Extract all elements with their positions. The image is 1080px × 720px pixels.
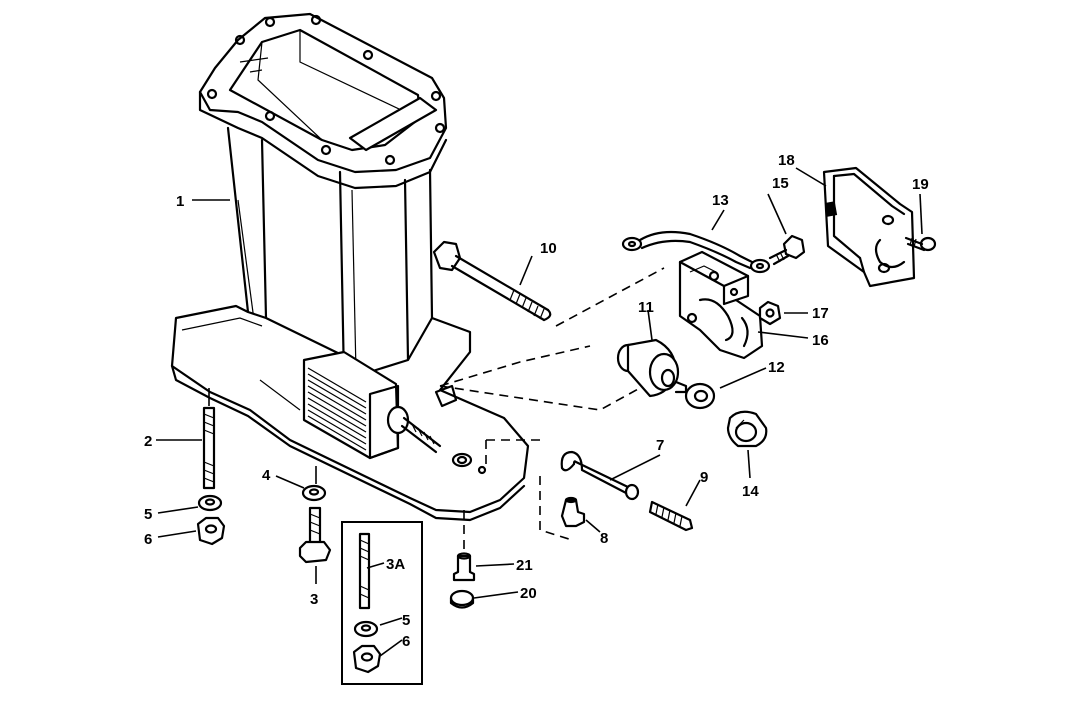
cover-18 (822, 166, 916, 288)
callout-6-inset: 6 (402, 633, 410, 650)
screw-15 (768, 234, 806, 266)
callout-2: 2 (144, 433, 152, 450)
cap-nut-14 (726, 410, 768, 448)
washer-5 (197, 494, 223, 512)
hose-7 (560, 450, 640, 501)
mount-11 (616, 338, 688, 398)
callout-8: 8 (600, 530, 608, 547)
plug-9 (648, 500, 694, 532)
screw-19 (904, 236, 937, 252)
callout-6: 6 (144, 531, 152, 548)
callout-4: 4 (262, 467, 271, 484)
callout-9: 9 (700, 469, 708, 486)
callout-12: 12 (768, 359, 785, 376)
callout-1: 1 (176, 193, 184, 210)
bolt-10 (432, 240, 552, 322)
nut-6-inset (352, 644, 382, 674)
callout-5: 5 (144, 506, 152, 523)
inset-box (341, 521, 423, 685)
stud-3a (358, 532, 371, 610)
callout-3a: 3A (386, 556, 405, 573)
callout-11: 11 (638, 299, 654, 316)
callout-18: 18 (778, 152, 795, 169)
callout-16: 16 (812, 332, 829, 349)
callout-15: 15 (772, 175, 789, 192)
fitting-21 (452, 552, 476, 582)
screw-3 (298, 506, 332, 584)
intake-grille (307, 367, 367, 451)
stud-2 (202, 388, 216, 490)
callout-14: 14 (742, 483, 759, 500)
callout-5-inset: 5 (402, 612, 410, 629)
callout-3: 3 (310, 591, 318, 608)
callout-17: 17 (812, 305, 829, 322)
callout-21: 21 (516, 557, 533, 574)
callout-20: 20 (520, 585, 537, 602)
washer-4 (301, 484, 327, 502)
callout-7: 7 (656, 437, 664, 454)
driveshaft-housing (170, 12, 530, 522)
spacer-20 (449, 589, 475, 609)
callout-10: 10 (540, 240, 557, 257)
fitting-8 (560, 496, 586, 528)
callout-13: 13 (712, 192, 729, 209)
nut-6 (196, 516, 226, 546)
callout-19: 19 (912, 176, 929, 193)
washer-12 (684, 382, 716, 410)
washer-5-inset (353, 620, 379, 638)
bracket-16 (678, 250, 764, 360)
nut-17 (758, 300, 782, 326)
ground-strap-13 (621, 230, 771, 274)
